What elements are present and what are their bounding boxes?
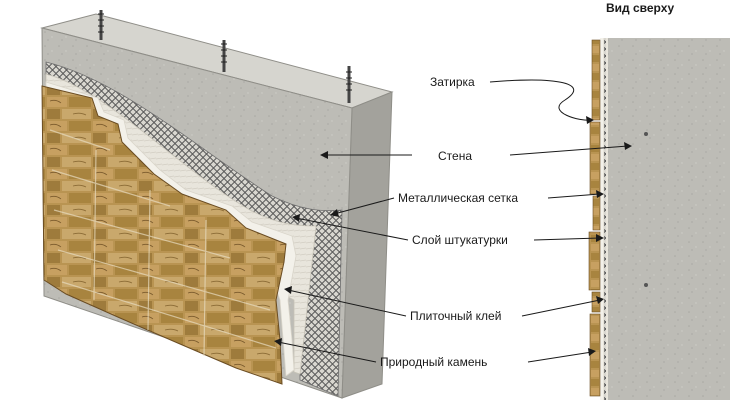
leader-plaster-right bbox=[533, 237, 601, 241]
arrow-grout bbox=[586, 116, 594, 124]
top-view-stone bbox=[592, 195, 601, 231]
arrow-mesh-right bbox=[596, 190, 604, 198]
leader-adhesive-left bbox=[287, 289, 407, 317]
arrow-wall-left bbox=[320, 151, 328, 159]
label-stone: Природный камень bbox=[380, 355, 487, 369]
top-view-concrete bbox=[608, 38, 730, 400]
top-view-rebar-dot bbox=[644, 132, 648, 136]
top-view-stone bbox=[589, 313, 601, 397]
label-wall: Стена bbox=[438, 149, 472, 163]
label-mesh: Металлическая сетка bbox=[398, 191, 518, 205]
arrow-stone-left bbox=[274, 338, 282, 346]
wall-3d-model bbox=[40, 10, 394, 399]
leader-stone-right bbox=[527, 351, 593, 363]
top-view-title: Вид сверху bbox=[606, 1, 675, 15]
leader-mesh-left bbox=[333, 197, 395, 215]
arrow-adhesive-right bbox=[596, 296, 604, 304]
leader-plaster-left bbox=[295, 217, 409, 241]
label-adhesive: Плиточный клей bbox=[410, 309, 501, 323]
arrow-plaster-left bbox=[292, 214, 300, 222]
rebar-rods bbox=[98, 10, 352, 103]
leader-stone-left bbox=[277, 341, 377, 363]
label-grout: Затирка bbox=[430, 75, 475, 89]
top-view-mesh bbox=[604, 38, 606, 400]
arrow-mesh-left bbox=[330, 209, 339, 217]
leader-grout bbox=[489, 79, 593, 121]
top-view-stone bbox=[588, 231, 601, 291]
stone-layer bbox=[41, 85, 287, 385]
label-plaster: Слой штукатурки bbox=[412, 233, 508, 247]
top-view-stones bbox=[588, 39, 601, 397]
arrow-stone-right bbox=[588, 348, 596, 356]
top-view-rebar-dot bbox=[644, 283, 648, 287]
arrow-adhesive-left bbox=[284, 286, 292, 294]
top-view-adhesive bbox=[600, 38, 603, 400]
arrow-plaster-right bbox=[596, 234, 604, 242]
top-view-stone bbox=[591, 39, 601, 121]
arrow-wall-right bbox=[624, 142, 632, 150]
leader-mesh-right bbox=[547, 193, 601, 199]
annotations: Затирка Стена Металлическая сетка Слой ш… bbox=[274, 75, 632, 369]
top-view-section: Вид сверху bbox=[588, 1, 730, 400]
top-view-stone bbox=[589, 121, 601, 195]
leader-adhesive-right bbox=[521, 299, 601, 317]
stone-grout-lines bbox=[49, 129, 277, 357]
leader-wall-right bbox=[509, 145, 629, 156]
